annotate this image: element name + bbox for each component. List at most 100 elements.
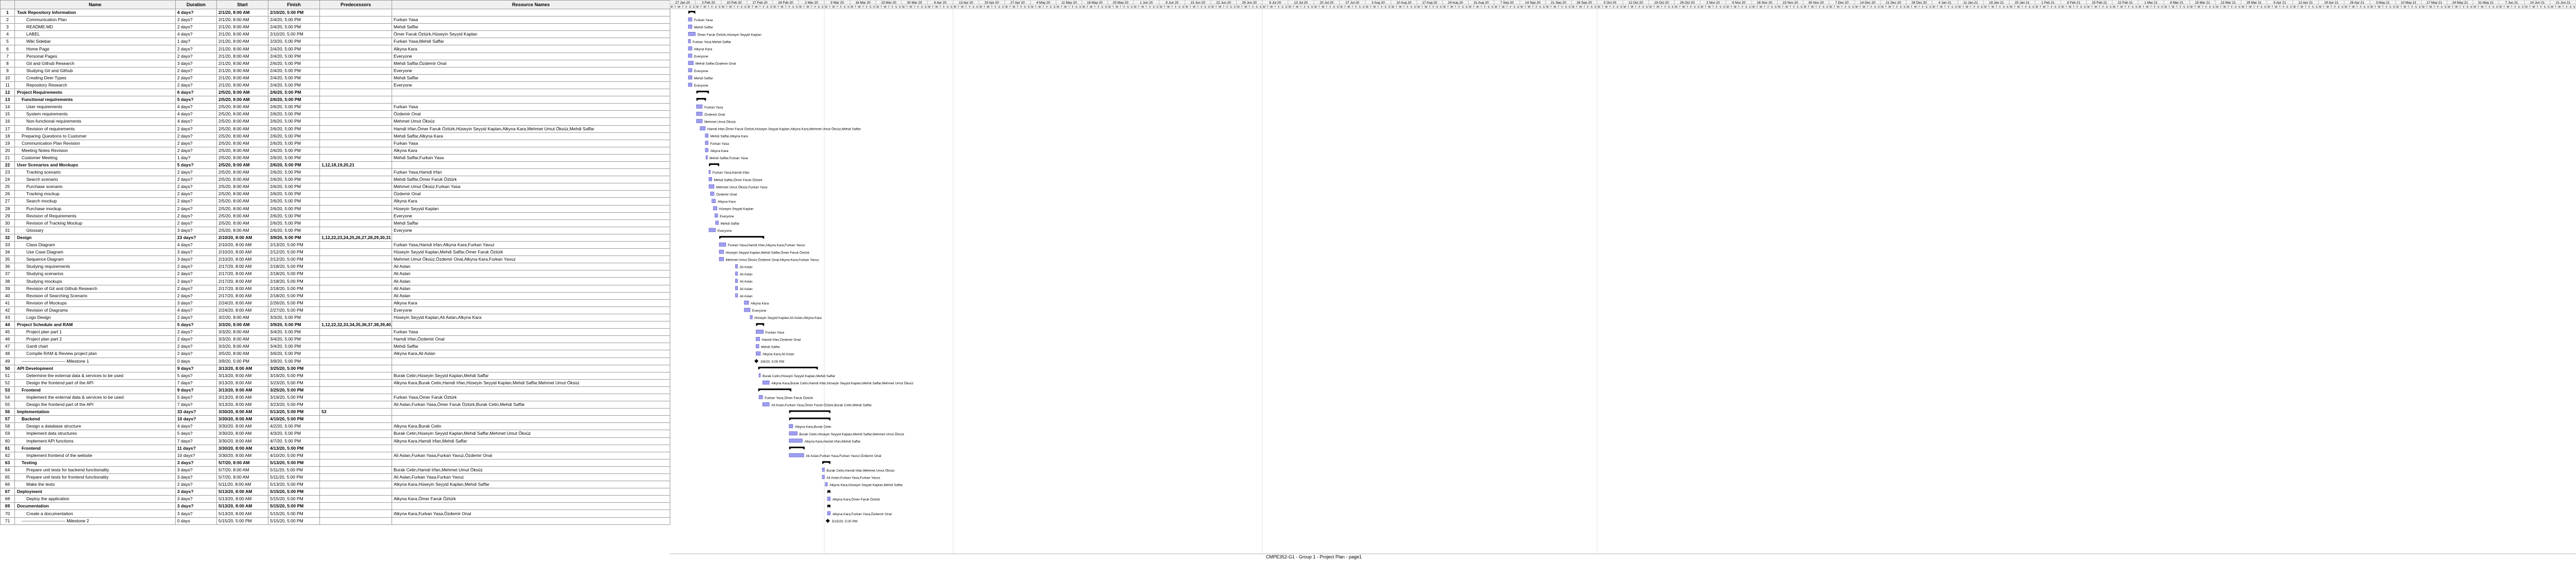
task-finish[interactable]: 3/4/20, 5:00 PM [268,335,320,344]
task-start[interactable]: 2/10/20, 8:00 AM [216,256,268,264]
task-finish[interactable]: 5/13/20, 5:00 PM [268,408,320,416]
task-resources[interactable]: Ömer Faruk Öztürk,Hüseyin Seyyid Kaplan [392,30,670,39]
task-duration[interactable]: 2 days? [175,66,217,75]
task-start[interactable]: 2/1/20, 8:00 AM [216,8,268,17]
summary-bar[interactable] [758,388,791,390]
task-name[interactable]: Prepare unit tests for backend functiona… [14,466,176,474]
task-bar[interactable] [756,337,760,341]
task-finish[interactable]: 3/4/20, 5:00 PM [268,343,320,351]
task-resources[interactable]: Furkan Yasa [392,139,670,147]
task-resources[interactable]: Alkyna Kara,Ali Aslan [392,350,670,358]
task-predecessors[interactable] [319,481,392,489]
task-predecessors[interactable] [319,270,392,278]
task-name[interactable]: Task Repository Information [14,8,176,17]
task-name[interactable]: README.MD [14,23,176,31]
task-id[interactable]: 64 [0,466,15,474]
task-duration[interactable]: 2 days? [175,190,217,198]
task-start[interactable]: 2/1/20, 8:00 AM [216,59,268,67]
task-duration[interactable]: 9 days? [175,386,217,394]
task-predecessors[interactable] [319,8,392,17]
task-duration[interactable]: 2 days? [175,16,217,24]
task-finish[interactable]: 2/18/20, 5:00 PM [268,292,320,300]
task-duration[interactable]: 2 days? [175,168,217,177]
task-resources[interactable]: Ali Aslan [392,284,670,293]
task-id[interactable]: 12 [0,89,15,97]
task-finish[interactable]: 2/6/20, 5:00 PM [268,176,320,184]
task-name[interactable]: Glossary [14,226,176,234]
task-start[interactable]: 2/1/20, 8:00 AM [216,74,268,82]
task-id[interactable]: 15 [0,110,15,118]
task-start[interactable]: 3/13/20, 8:00 AM [216,393,268,402]
task-predecessors[interactable] [319,146,392,155]
task-name[interactable]: Revision of Git and Github Research [14,284,176,293]
task-duration[interactable]: 5 days? [175,430,217,438]
task-duration[interactable]: 3 days? [175,256,217,264]
task-name[interactable]: Search mockup [14,197,176,206]
task-name[interactable]: Sequence Diagram [14,256,176,264]
task-id[interactable]: 24 [0,176,15,184]
task-bar[interactable] [710,192,715,196]
task-finish[interactable]: 2/4/20, 5:00 PM [268,81,320,90]
task-id[interactable]: 48 [0,350,15,358]
task-finish[interactable]: 2/6/20, 5:00 PM [268,125,320,133]
task-finish[interactable]: 2/18/20, 5:00 PM [268,277,320,285]
task-resources[interactable]: Alkyna Kara,Burak Cetin,Hamdi Irfan,Hüse… [392,379,670,387]
task-finish[interactable]: 2/6/20, 5:00 PM [268,132,320,140]
task-finish[interactable]: 2/26/20, 5:00 PM [268,299,320,307]
task-bar[interactable] [822,467,825,472]
task-start[interactable]: 2/5/20, 8:00 AM [216,205,268,213]
task-resources[interactable]: Burak Cetin,Hamdi Irfan,Mehmet Umut Öksü… [392,466,670,474]
task-bar[interactable] [711,199,716,203]
task-id[interactable]: 36 [0,263,15,271]
task-start[interactable]: 2/5/20, 8:00 AM [216,226,268,234]
task-duration[interactable]: 10 days? [175,415,217,423]
task-duration[interactable]: 3 days? [175,226,217,234]
task-start[interactable]: 3/3/20, 8:00 AM [216,335,268,344]
task-bar[interactable] [789,431,798,436]
task-finish[interactable]: 2/18/20, 5:00 PM [268,284,320,293]
task-predecessors[interactable] [319,444,392,452]
task-resources[interactable]: Özdemir Onal [392,110,670,118]
task-duration[interactable]: 4 days? [175,422,217,431]
task-duration[interactable]: 2 days? [175,481,217,489]
task-duration[interactable]: 2 days? [175,284,217,293]
task-bar[interactable] [705,148,708,152]
task-finish[interactable]: 2/6/20, 5:00 PM [268,197,320,206]
task-bar[interactable] [696,119,703,123]
task-duration[interactable]: 2 days? [175,139,217,147]
task-duration[interactable]: 2 days? [175,343,217,351]
task-name[interactable]: Revision of Tracking Mockup [14,219,176,227]
task-finish[interactable]: 2/6/20, 5:00 PM [268,205,320,213]
task-predecessors[interactable] [319,154,392,162]
task-name[interactable]: Studying scenarios [14,270,176,278]
task-bar[interactable] [688,54,692,58]
task-name[interactable]: Home Page [14,45,176,53]
task-name[interactable]: Functional requirements [14,96,176,104]
task-name[interactable]: Project plan part 2 [14,335,176,344]
task-bar[interactable] [758,373,761,378]
task-resources[interactable]: Furkan Yasa [392,328,670,336]
task-finish[interactable]: 2/6/20, 5:00 PM [268,146,320,155]
summary-bar[interactable] [789,417,831,419]
task-start[interactable]: 2/5/20, 8:00 AM [216,132,268,140]
task-start[interactable]: 2/17/20, 8:00 AM [216,263,268,271]
task-name[interactable]: Communication Plan Revision [14,139,176,147]
task-resources[interactable] [392,502,670,511]
task-predecessors[interactable] [319,81,392,90]
task-finish[interactable]: 2/18/20, 5:00 PM [268,263,320,271]
task-name[interactable]: Meeting Notes Revision [14,146,176,155]
task-name[interactable]: User requirements [14,103,176,111]
task-name[interactable]: Project Requirements [14,89,176,97]
task-finish[interactable]: 2/6/20, 5:00 PM [268,190,320,198]
task-predecessors[interactable] [319,466,392,474]
